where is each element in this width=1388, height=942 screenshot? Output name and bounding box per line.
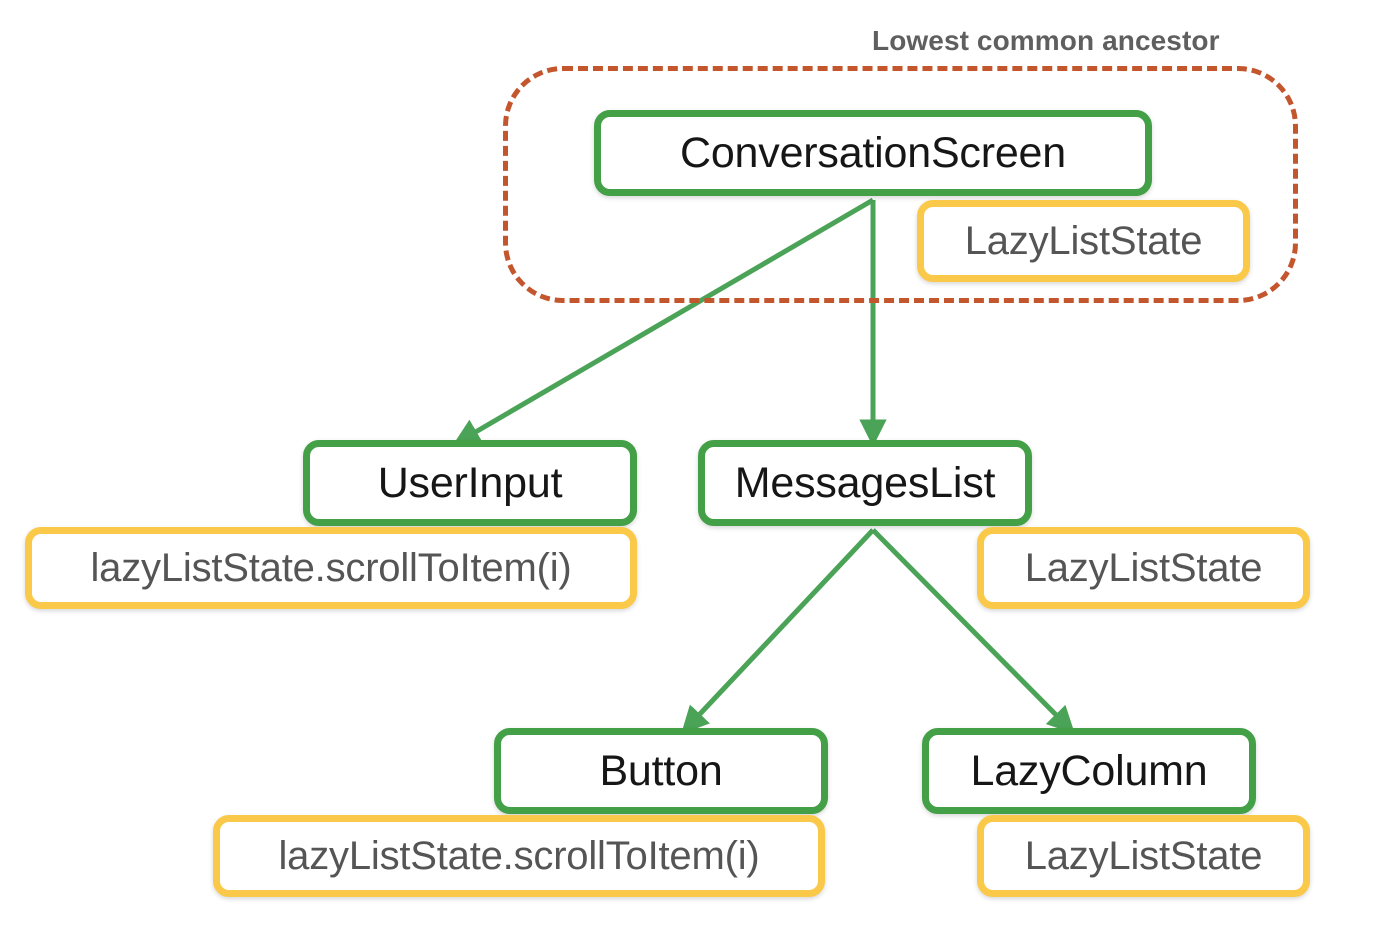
edge-messageslist-button xyxy=(681,528,875,735)
lowest-common-ancestor-label: Lowest common ancestor xyxy=(872,25,1220,56)
lowest-common-ancestor-region xyxy=(503,66,1298,303)
node-label-button: Button xyxy=(599,746,723,795)
node-user-input[interactable]: UserInput xyxy=(303,440,637,526)
node-lazy-column[interactable]: LazyColumn xyxy=(922,728,1256,814)
node-messages-list[interactable]: MessagesList xyxy=(698,440,1032,526)
node-lazy-column-state[interactable]: LazyListState xyxy=(977,815,1310,897)
node-user-input-state[interactable]: lazyListState.scrollToItem(i) xyxy=(25,527,637,609)
node-conversation-screen[interactable]: ConversationScreen xyxy=(594,110,1152,196)
node-button[interactable]: Button xyxy=(494,728,828,814)
node-label-conversation-screen-state: LazyListState xyxy=(964,219,1203,263)
node-label-user-input: UserInput xyxy=(377,458,563,507)
node-messages-list-state[interactable]: LazyListState xyxy=(977,527,1310,609)
node-conversation-screen-state[interactable]: LazyListState xyxy=(917,200,1250,282)
node-label-conversation-screen: ConversationScreen xyxy=(679,128,1066,177)
node-label-user-input-state: lazyListState.scrollToItem(i) xyxy=(90,546,572,590)
node-label-messages-list-state: LazyListState xyxy=(1024,546,1263,590)
node-label-button-state: lazyListState.scrollToItem(i) xyxy=(278,834,760,878)
node-label-messages-list: MessagesList xyxy=(734,458,996,507)
node-label-lazy-column: LazyColumn xyxy=(970,746,1208,795)
node-label-lazy-column-state: LazyListState xyxy=(1024,834,1263,878)
node-button-state[interactable]: lazyListState.scrollToItem(i) xyxy=(213,815,825,897)
